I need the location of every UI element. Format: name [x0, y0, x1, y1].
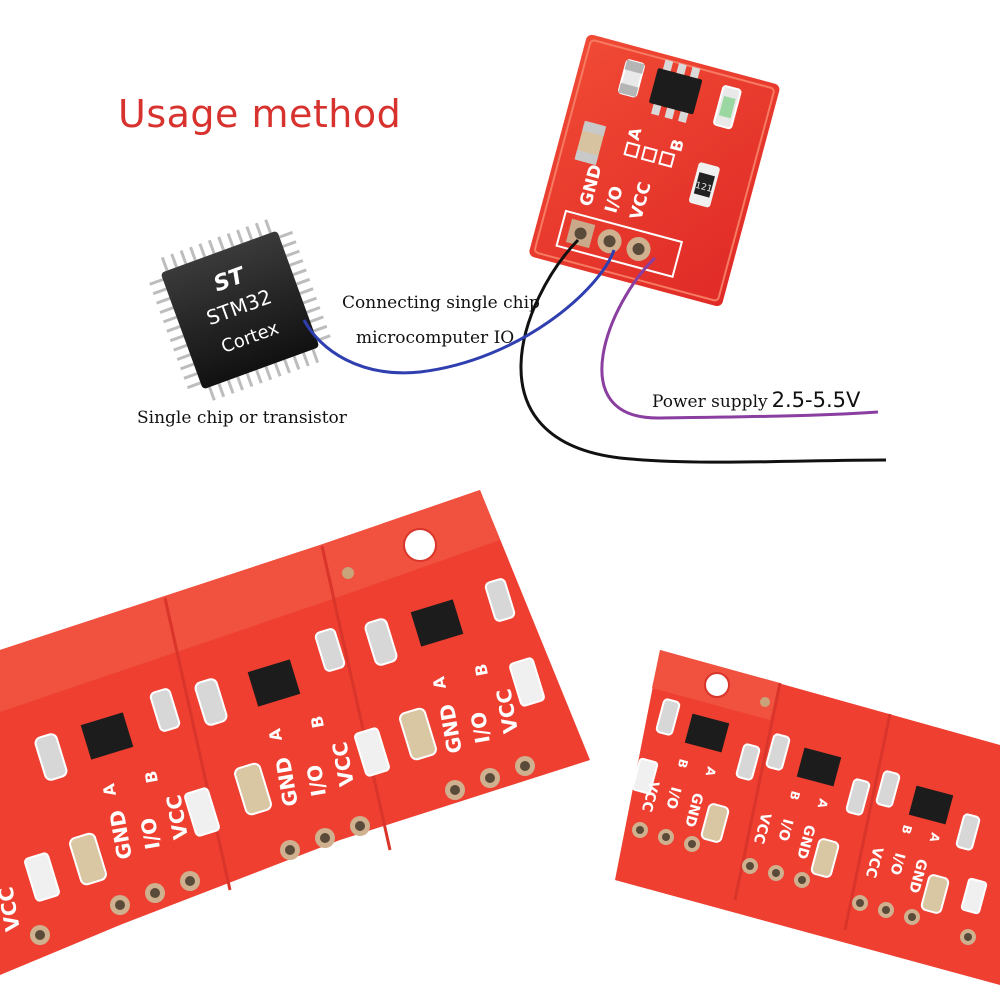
- pin-header: [555, 209, 684, 278]
- page-title: Usage method: [118, 92, 402, 136]
- io-connection-label-line2: microcomputer IO: [356, 328, 515, 348]
- resistor-code: 121: [694, 181, 713, 195]
- chip-caption: Single chip or transistor: [137, 408, 347, 428]
- strip2-a-label: A: [265, 727, 286, 743]
- strip4-b-label: B: [675, 757, 691, 769]
- strip4-vcc-label: VCC: [638, 779, 662, 813]
- smd-components: 121: [574, 59, 742, 208]
- strip6-a-label: A: [927, 831, 943, 844]
- module-strip-small: VCC I/O GND VCC I/O GND VCC I/O GND B A …: [615, 650, 1000, 985]
- strip1-b-label: B: [141, 769, 162, 784]
- strip6-vcc-label: VCC: [862, 845, 886, 879]
- strip1-a-label: A: [99, 782, 120, 798]
- strip2-b-label: B: [307, 714, 328, 729]
- touch-sensor-module: 121 A B GND I/O VCC: [529, 34, 780, 307]
- strip6-io-label: I/O: [886, 851, 907, 877]
- strip6-b-label: B: [899, 823, 915, 835]
- strip5-io-label: I/O: [774, 817, 795, 843]
- strip2-io-label: I/O: [302, 763, 331, 798]
- module-ic: [649, 68, 703, 115]
- module-strip-large: GND I/O VCC GND I/O VCC GND I/O VCC VCC …: [0, 490, 590, 975]
- strip3-b-label: B: [471, 662, 492, 677]
- strip5-vcc-label: VCC: [750, 811, 774, 845]
- power-voltage: 2.5-5.5V: [771, 388, 861, 412]
- wire-io: [302, 249, 616, 375]
- strip5-a-label: A: [815, 797, 831, 810]
- jumper-a-label: A: [624, 125, 646, 142]
- power-supply-text: Power supply: [652, 392, 768, 412]
- jumper-b-label: B: [666, 137, 688, 154]
- strip1-io-label: I/O: [136, 816, 165, 851]
- strip4-io-label: I/O: [662, 785, 683, 811]
- strip5-b-label: B: [787, 789, 803, 801]
- wire-vcc: [600, 256, 879, 420]
- mcu-chip: ST STM32 Cortex: [149, 219, 331, 401]
- strip3-io-label: I/O: [466, 710, 495, 745]
- strip4-a-label: A: [703, 765, 719, 778]
- io-connection-label-line1: Connecting single chip: [342, 293, 540, 313]
- wire-gnd: [519, 238, 887, 464]
- module-pcb: [529, 34, 780, 307]
- strip3-a-label: A: [429, 675, 450, 691]
